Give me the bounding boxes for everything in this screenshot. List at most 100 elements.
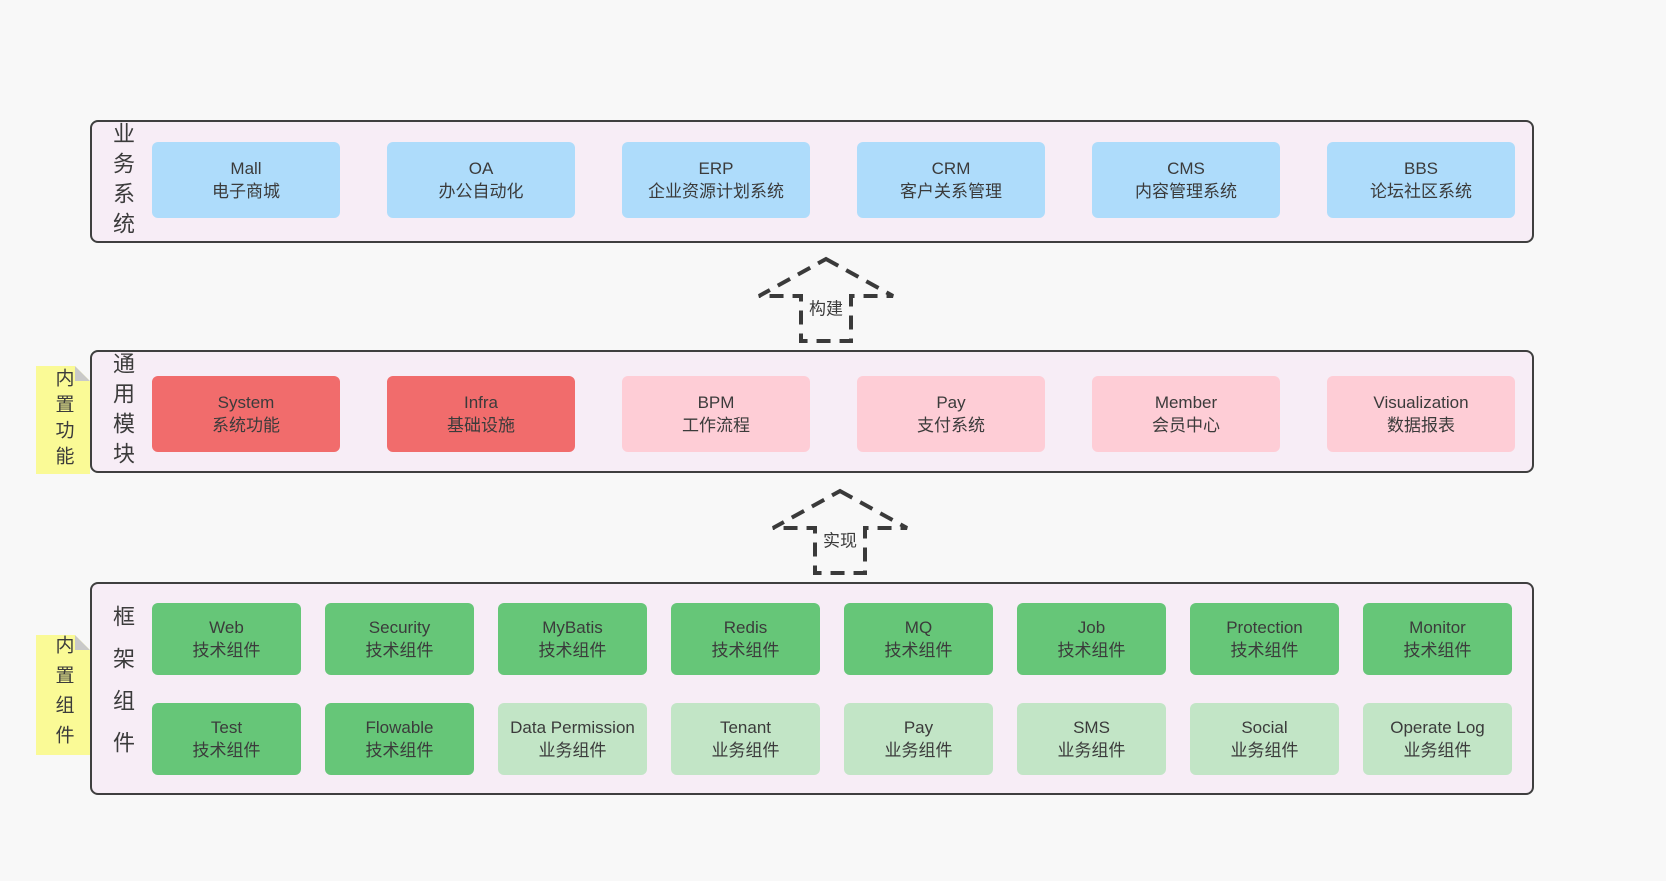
box-subtitle: 电子商城 — [212, 182, 280, 201]
box-infra: Infra 基础设施 — [387, 376, 575, 452]
box-title: Flowable — [365, 718, 434, 737]
sticky-note-built-in-features: 内置功能 — [36, 366, 90, 474]
layer-common-modules: 通用模块 System 系统功能 Infra 基础设施 BPM 工作流程 Pay… — [90, 350, 1534, 473]
box-monitor: Monitor 技术组件 — [1363, 603, 1512, 675]
box-title: Social — [1241, 718, 1288, 737]
box-subtitle: 业务组件 — [538, 741, 607, 760]
box-subtitle: 客户关系管理 — [900, 182, 1002, 201]
box-oa: OA 办公自动化 — [387, 142, 575, 218]
box-subtitle: 系统功能 — [212, 416, 280, 435]
box-title: Member — [1154, 393, 1218, 412]
box-title: Data Permission — [510, 718, 635, 737]
box-test: Test 技术组件 — [152, 703, 301, 775]
box-subtitle: 论坛社区系统 — [1370, 182, 1472, 201]
modules-box-row: System 系统功能 Infra 基础设施 BPM 工作流程 Pay 支付系统… — [152, 376, 1515, 452]
box-member: Member 会员中心 — [1092, 376, 1280, 452]
box-title: Monitor — [1409, 618, 1466, 637]
layer-modules-label: 通用模块 — [110, 351, 135, 472]
box-subtitle: 企业资源计划系统 — [648, 182, 784, 201]
box-sms: SMS 业务组件 — [1017, 703, 1166, 775]
box-subtitle: 技术组件 — [1403, 641, 1472, 660]
box-title: Tenant — [719, 718, 772, 737]
layer-business-label: 业务系统 — [110, 121, 135, 242]
box-subtitle: 业务组件 — [711, 741, 780, 760]
box-redis: Redis 技术组件 — [671, 603, 820, 675]
box-subtitle: 业务组件 — [1230, 741, 1299, 760]
box-subtitle: 技术组件 — [1230, 641, 1299, 660]
box-subtitle: 技术组件 — [711, 641, 780, 660]
box-title: CRM — [931, 159, 971, 178]
box-pay-module: Pay 支付系统 — [857, 376, 1045, 452]
box-title: OA — [468, 159, 494, 178]
box-erp: ERP 企业资源计划系统 — [622, 142, 810, 218]
sticky-note-label: 内置组件 — [52, 635, 74, 755]
box-title: SMS — [1073, 718, 1110, 737]
layer-framework-label: 框架组件 — [110, 604, 135, 773]
box-flowable: Flowable 技术组件 — [325, 703, 474, 775]
layer-business-systems: 业务系统 Mall 电子商城 OA 办公自动化 ERP 企业资源计划系统 CRM… — [90, 120, 1534, 243]
business-box-row: Mall 电子商城 OA 办公自动化 ERP 企业资源计划系统 CRM 客户关系… — [152, 142, 1515, 218]
box-title: BPM — [697, 393, 735, 412]
sticky-fold-corner-icon — [75, 635, 90, 650]
sticky-note-label: 内置功能 — [52, 368, 74, 472]
box-data-permission: Data Permission 业务组件 — [498, 703, 647, 775]
box-visualization: Visualization 数据报表 — [1327, 376, 1515, 452]
box-title: ERP — [698, 159, 734, 178]
box-title: BBS — [1403, 159, 1439, 178]
box-title: MyBatis — [542, 618, 603, 637]
implement-arrow-icon — [772, 488, 908, 575]
box-subtitle: 技术组件 — [365, 741, 434, 760]
box-protection: Protection 技术组件 — [1190, 603, 1339, 675]
box-subtitle: 技术组件 — [365, 641, 434, 660]
box-title: Test — [210, 718, 243, 737]
build-arrow-icon — [758, 256, 894, 343]
box-subtitle: 支付系统 — [917, 416, 985, 435]
box-title: Redis — [723, 618, 768, 637]
box-crm: CRM 客户关系管理 — [857, 142, 1045, 218]
sticky-note-built-in-components: 内置组件 — [36, 635, 90, 755]
box-mall: Mall 电子商城 — [152, 142, 340, 218]
box-subtitle: 业务组件 — [884, 741, 953, 760]
box-subtitle: 内容管理系统 — [1135, 182, 1237, 201]
box-subtitle: 技术组件 — [1057, 641, 1126, 660]
box-title: Protection — [1226, 618, 1303, 637]
framework-box-row-1: Web 技术组件 Security 技术组件 MyBatis 技术组件 Redi… — [152, 603, 1512, 675]
layer-framework-components: 框架组件 Web 技术组件 Security 技术组件 MyBatis 技术组件… — [90, 582, 1534, 795]
sticky-fold-corner-icon — [75, 366, 90, 381]
box-pay-component: Pay 业务组件 — [844, 703, 993, 775]
box-security: Security 技术组件 — [325, 603, 474, 675]
box-title: Security — [368, 618, 431, 637]
box-title: Web — [209, 618, 244, 637]
box-subtitle: 数据报表 — [1387, 416, 1455, 435]
box-web: Web 技术组件 — [152, 603, 301, 675]
box-tenant: Tenant 业务组件 — [671, 703, 820, 775]
box-subtitle: 工作流程 — [682, 416, 750, 435]
box-cms: CMS 内容管理系统 — [1092, 142, 1280, 218]
box-title: MQ — [904, 618, 933, 637]
box-title: Pay — [903, 718, 934, 737]
box-title: CMS — [1167, 159, 1205, 178]
box-mq: MQ 技术组件 — [844, 603, 993, 675]
box-subtitle: 基础设施 — [447, 416, 515, 435]
box-mybatis: MyBatis 技术组件 — [498, 603, 647, 675]
box-title: Infra — [463, 393, 499, 412]
box-system: System 系统功能 — [152, 376, 340, 452]
implement-arrow-label: 实现 — [819, 524, 861, 554]
box-title: Job — [1077, 618, 1106, 637]
build-arrow-label: 构建 — [805, 292, 847, 322]
box-bbs: BBS 论坛社区系统 — [1327, 142, 1515, 218]
box-job: Job 技术组件 — [1017, 603, 1166, 675]
box-subtitle: 业务组件 — [1403, 741, 1472, 760]
box-title: Operate Log — [1390, 718, 1485, 737]
box-subtitle: 技术组件 — [538, 641, 607, 660]
box-subtitle: 会员中心 — [1152, 416, 1220, 435]
box-social: Social 业务组件 — [1190, 703, 1339, 775]
box-title: System — [217, 393, 275, 412]
box-subtitle: 技术组件 — [192, 741, 261, 760]
box-operate-log: Operate Log 业务组件 — [1363, 703, 1512, 775]
box-subtitle: 办公自动化 — [438, 182, 524, 201]
box-subtitle: 技术组件 — [884, 641, 953, 660]
box-bpm: BPM 工作流程 — [622, 376, 810, 452]
box-title: Visualization — [1373, 393, 1469, 412]
box-title: Mall — [230, 159, 262, 178]
